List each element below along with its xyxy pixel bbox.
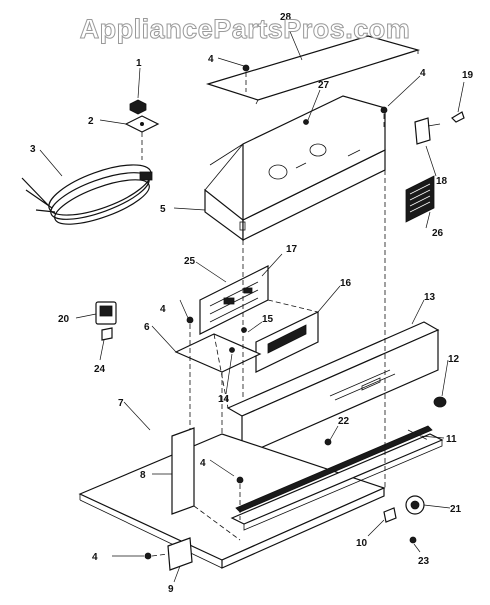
callout-18: 18: [436, 176, 448, 187]
callout-23: 23: [418, 556, 430, 567]
watermark-text: AppliancePartsPros.com: [79, 14, 411, 45]
part-19-clip: [451, 111, 465, 123]
part-9-bracket: [167, 537, 193, 571]
callout-7: 7: [118, 398, 124, 409]
part-13-front-panel: [226, 321, 440, 457]
callout-21: 21: [450, 504, 462, 515]
part-26-vent-grille: [405, 175, 435, 223]
leader-lines: [39, 21, 465, 583]
part-12-knob: [433, 396, 447, 408]
callout-4-top: 4: [208, 54, 214, 65]
callout-12: 12: [448, 354, 460, 365]
callout-24: 24: [94, 364, 106, 375]
callout-5: 5: [160, 204, 166, 215]
callout-28: 28: [280, 12, 292, 23]
part-22-screw: [324, 438, 332, 446]
part-10-knob: [383, 507, 397, 523]
callout-26: 26: [432, 228, 444, 239]
callout-4-lower: 4: [200, 458, 206, 469]
part-2-plate: [124, 115, 160, 133]
callout-16: 16: [340, 278, 352, 289]
callout-4-right: 4: [420, 68, 426, 79]
callout-27: 27: [318, 80, 330, 91]
part-3-wire-harness: [21, 164, 153, 225]
part-7-base-plate: [78, 433, 386, 569]
callout-labels: 1 2 3 4 4 4 4 4 5 6 7 8 9 10 11 12 13 14…: [30, 12, 474, 595]
callout-8: 8: [140, 470, 146, 481]
callout-13: 13: [424, 292, 436, 303]
callout-14: 14: [218, 394, 230, 405]
part-16-display-panel: [255, 311, 319, 373]
part-28-top-cover: [205, 35, 421, 105]
callout-1: 1: [136, 58, 142, 69]
callout-25: 25: [184, 256, 196, 267]
callout-22: 22: [338, 416, 350, 427]
callout-2: 2: [88, 116, 94, 127]
callout-17: 17: [286, 244, 298, 255]
part-18-bracket: [414, 117, 441, 145]
part-8-side-strip: [171, 427, 195, 515]
part-23-screw: [409, 536, 417, 544]
callout-3: 3: [30, 144, 36, 155]
callout-10: 10: [356, 538, 368, 549]
part-5-back-housing: [204, 95, 386, 242]
screws: [144, 64, 388, 560]
part-21-knob: [405, 495, 425, 515]
part-20-switch: [95, 301, 117, 325]
assembly-lines: [141, 72, 429, 557]
part-11-trim-strip: [230, 425, 444, 531]
part-17-control-board: [199, 265, 269, 335]
callout-19: 19: [462, 70, 474, 81]
part-1-nut: [129, 99, 147, 115]
callout-20: 20: [58, 314, 70, 325]
callout-15: 15: [262, 314, 274, 325]
part-24-connector: [101, 327, 113, 341]
callout-9: 9: [168, 584, 174, 595]
callout-11: 11: [446, 434, 457, 445]
callout-4-board: 4: [160, 304, 166, 315]
callout-4-bottom: 4: [92, 552, 98, 563]
callout-6: 6: [144, 322, 150, 333]
